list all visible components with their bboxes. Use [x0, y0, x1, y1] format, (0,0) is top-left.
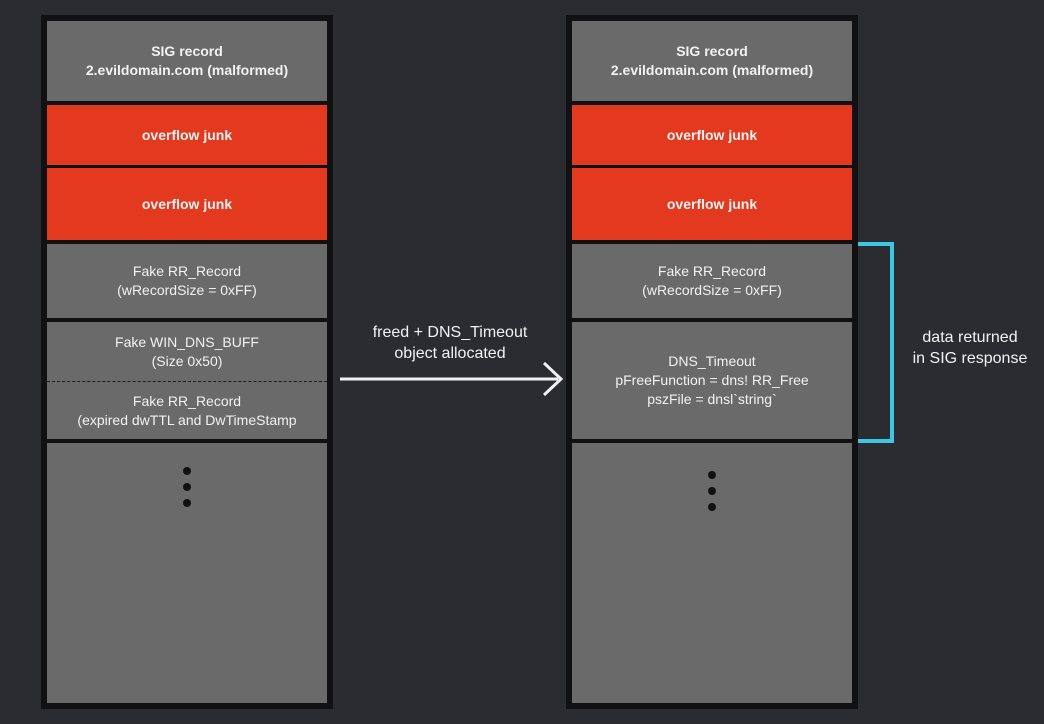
- transition-label: freed + DNS_Timeout object allocated: [340, 322, 560, 364]
- block-detail: pszFile = dnsl`string`: [647, 391, 777, 407]
- block-detail: (Size 0x50): [151, 352, 223, 369]
- fake-win-dns-buff-block: Fake WIN_DNS_BUFF (Size 0x50): [47, 322, 327, 381]
- dns-timeout-block: DNS_Timeout pFreeFunction = dns! RR_Free…: [572, 322, 852, 439]
- block-detail: pFreeFunction = dns! RR_Free: [615, 372, 809, 388]
- response-bracket: [858, 242, 894, 443]
- remaining-memory-block: [47, 443, 327, 703]
- transition-label-line: freed + DNS_Timeout: [372, 324, 528, 341]
- block-detail: (expired dwTTL and DwTimeStamp: [77, 411, 297, 428]
- block-detail: (wRecordSize = 0xFF): [117, 282, 257, 298]
- overflow-junk-block: overflow junk: [572, 168, 852, 240]
- sig-record-domain: 2.evildomain.com (malformed): [610, 62, 814, 78]
- block-detail: (wRecordSize = 0xFF): [642, 282, 782, 298]
- overflow-junk-block: overflow junk: [47, 105, 327, 165]
- vertical-ellipsis-icon: [572, 471, 852, 511]
- overflow-junk-block: overflow junk: [47, 168, 327, 240]
- block-title: Fake RR_Record: [657, 263, 767, 279]
- sig-record-block: SIG record 2.evildomain.com (malformed): [47, 21, 327, 101]
- remaining-memory-block: [572, 443, 852, 703]
- right-arrow-icon: [340, 361, 564, 397]
- block-title: Fake RR_Record: [132, 263, 242, 279]
- fake-rr-record-block: Fake RR_Record (wRecordSize = 0xFF): [47, 244, 327, 318]
- transition-label-line: object allocated: [394, 345, 506, 362]
- sig-record-title: SIG record: [151, 43, 223, 59]
- block-title: Fake WIN_DNS_BUFF: [115, 333, 259, 350]
- right-memory-column: SIG record 2.evildomain.com (malformed) …: [566, 15, 858, 709]
- block-title: DNS_Timeout: [668, 353, 756, 369]
- overflow-junk-label: overflow junk: [666, 126, 758, 143]
- vertical-ellipsis-icon: [47, 467, 327, 507]
- overflow-junk-label: overflow junk: [141, 126, 233, 143]
- block-title: Fake RR_Record: [132, 392, 242, 409]
- fake-rr-record-expired-block: Fake RR_Record (expired dwTTL and DwTime…: [47, 381, 327, 439]
- left-memory-column: SIG record 2.evildomain.com (malformed) …: [41, 15, 333, 709]
- fake-rr-record-block: Fake RR_Record (wRecordSize = 0xFF): [572, 244, 852, 318]
- overflow-junk-label: overflow junk: [141, 195, 233, 212]
- sig-record-domain: 2.evildomain.com (malformed): [85, 62, 289, 78]
- sig-record-title: SIG record: [676, 43, 748, 59]
- bracket-label-line: data returned: [922, 329, 1018, 346]
- bracket-label-line: in SIG response: [912, 350, 1028, 367]
- bracket-label: data returned in SIG response: [896, 327, 1044, 369]
- overflow-junk-label: overflow junk: [666, 195, 758, 212]
- sig-record-block: SIG record 2.evildomain.com (malformed): [572, 21, 852, 101]
- overflow-junk-block: overflow junk: [572, 105, 852, 165]
